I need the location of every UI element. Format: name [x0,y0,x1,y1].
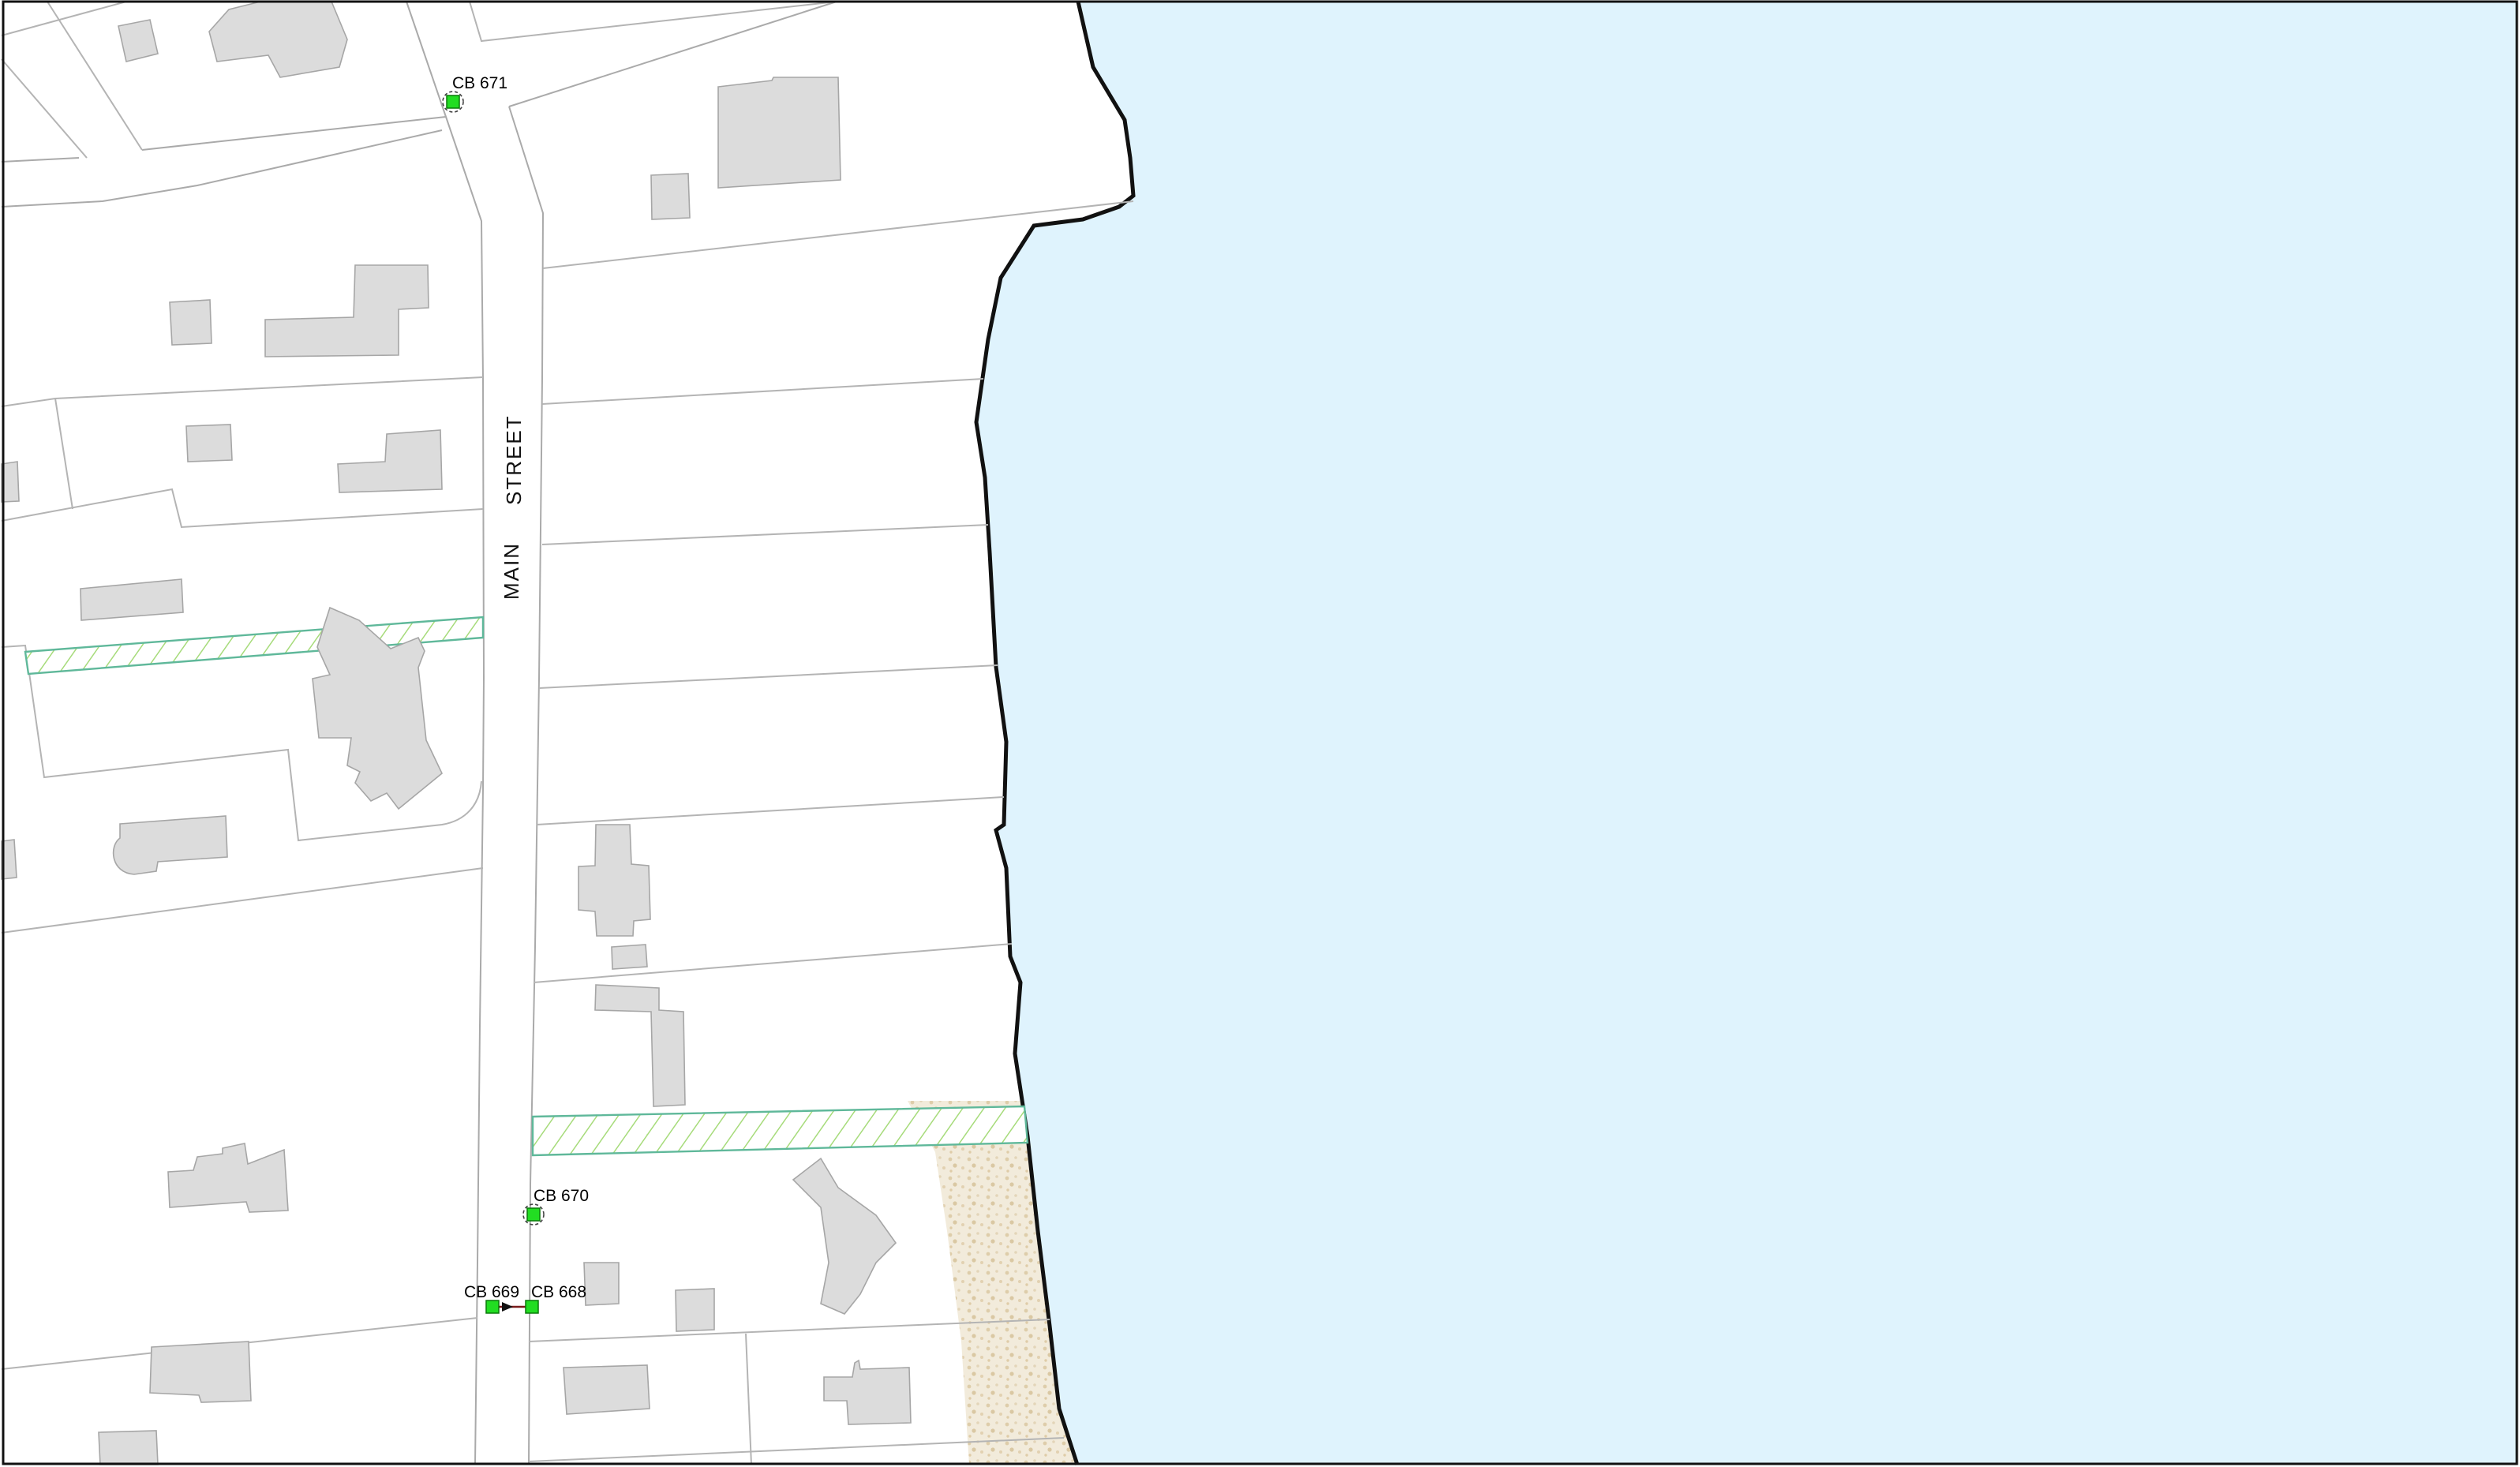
cross-street [1,1,837,208]
cb-label: CB 670 [534,1187,589,1205]
catch-basin-cb669[interactable]: CB 669 [464,1283,519,1314]
main-street-road[interactable] [406,1,545,1465]
easement-south[interactable] [531,1105,1029,1157]
arrow-right-icon [502,1302,513,1312]
cb-label: CB 669 [464,1283,519,1301]
cb-label: CB 671 [452,74,507,92]
cb-label: CB 668 [531,1283,586,1301]
parcel-lines [1,1,1134,1465]
catch-basin-icon [446,95,460,109]
catch-basin-icon [526,1207,541,1222]
catch-basin-icon [525,1300,539,1314]
water-body[interactable] [976,2,2518,1465]
catch-basin-cb671[interactable]: CB 671 [442,74,507,113]
buildings [1,1,912,1465]
catch-basin-cb670[interactable]: CB 670 [522,1187,589,1226]
street-label-main: MAIN [500,542,523,600]
street-label-street: STREET [502,414,526,505]
catch-basin-cb668[interactable]: CB 668 [525,1283,586,1314]
catch-basin-icon [485,1300,500,1314]
